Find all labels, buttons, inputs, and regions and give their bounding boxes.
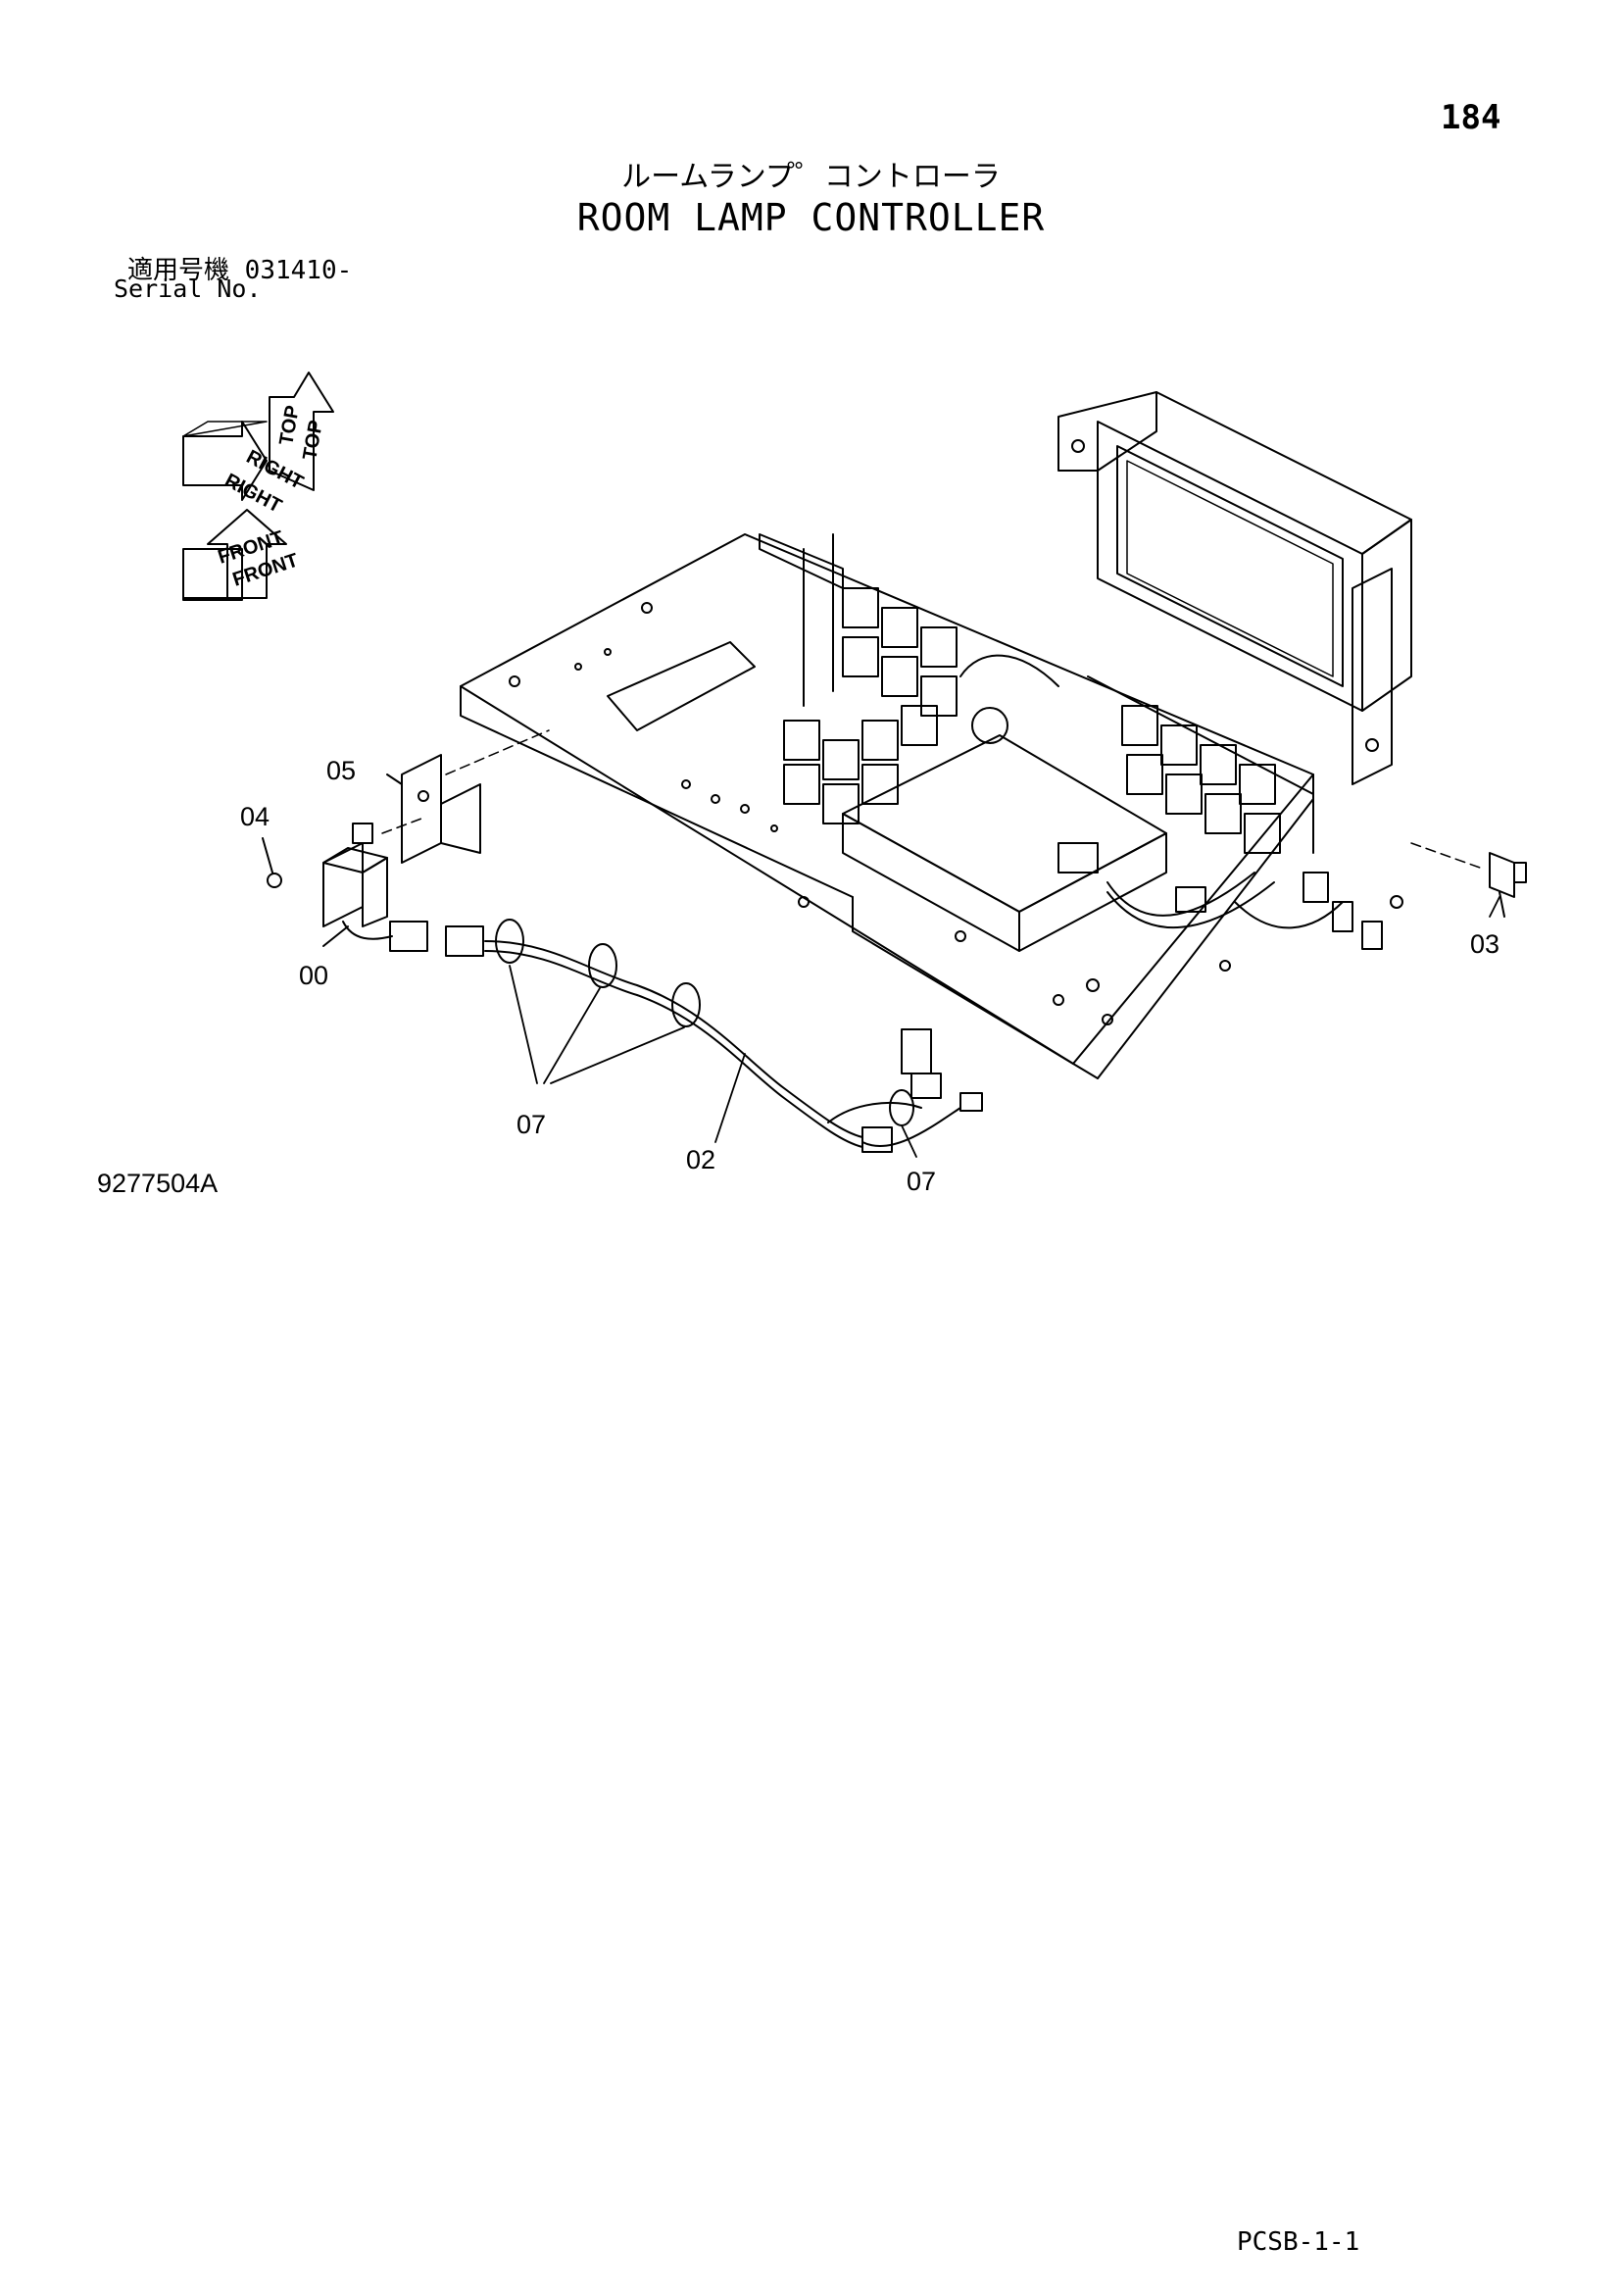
front-arrow-shape	[182, 509, 287, 599]
part-00-module	[322, 823, 428, 952]
part-02-harness	[445, 919, 983, 1153]
serial-value: 031410-	[244, 256, 353, 285]
orientation-top-label-2: TOP	[299, 419, 327, 462]
base-plate	[460, 533, 1314, 1079]
relay-bank-upper	[759, 533, 958, 824]
leader-lines	[509, 896, 1500, 1158]
callout-04: 04	[240, 802, 270, 831]
page-number: 184	[1441, 98, 1501, 137]
right-arrow-shape	[182, 421, 268, 501]
serial-label-japanese: 適用号機 031410-	[127, 250, 352, 286]
part-03-clip	[1489, 852, 1527, 918]
callout-02: 02	[686, 1145, 716, 1174]
assembly-guides	[381, 729, 1481, 869]
page-title-japanese: ルームランプ゜コントローラ	[621, 160, 1001, 194]
part-07-clamp	[588, 943, 617, 988]
part-04-screw	[262, 837, 282, 888]
serial-label-english: Serial No.	[114, 275, 262, 303]
part-07-clamp	[889, 1089, 914, 1126]
fuse-box	[842, 654, 1403, 952]
page-title: ROOM LAMP CONTROLLER	[576, 196, 1046, 239]
part-07-clamp	[495, 919, 524, 964]
serial-label-jp-text: 適用号機	[127, 256, 230, 285]
relay-bank-lower	[1087, 675, 1314, 854]
callout-00: 00	[299, 961, 329, 990]
page-code: PCSB-1-1	[1237, 2227, 1360, 2257]
callout-03: 03	[1470, 929, 1500, 959]
part-07-clamp	[671, 982, 701, 1027]
orientation-indicator: RIGHT RIGHT TOP TOP FRONT FRONT	[182, 372, 334, 601]
callout-07-clamps: 07	[516, 1110, 547, 1139]
controller-unit	[1057, 391, 1412, 785]
drawing-id: 9277504A	[97, 1169, 219, 1198]
top-arrow-shape	[269, 372, 334, 491]
callout-07: 07	[907, 1167, 937, 1196]
callout-05: 05	[326, 756, 357, 785]
part-05-bracket	[386, 754, 481, 864]
orientation-top-label: TOP	[275, 404, 304, 447]
